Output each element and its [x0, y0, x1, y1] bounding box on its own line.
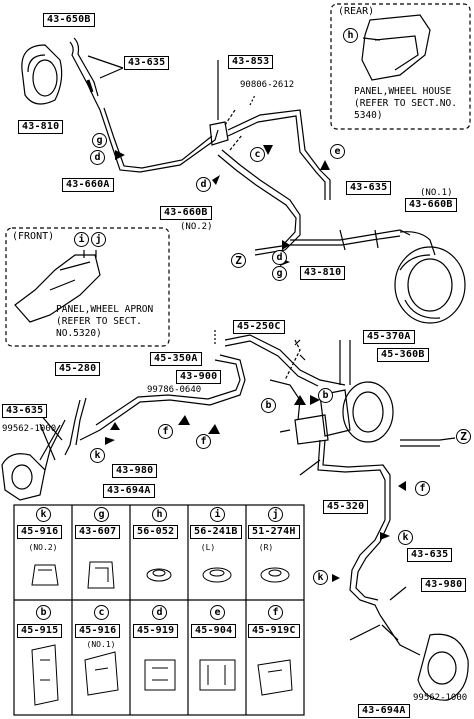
label-43-635: 43-635: [346, 181, 392, 195]
label-43-810: 43-810: [300, 266, 346, 280]
table-part-45-919: 45-919: [133, 624, 179, 638]
label-43-900: 43-900: [176, 370, 222, 384]
label-43-980: 43-980: [112, 464, 158, 478]
table-part-45-916: 45-916: [17, 525, 63, 539]
label-45-370A: 45-370A: [363, 330, 415, 344]
callout-b: b: [261, 398, 276, 413]
parts-table-grid: [13, 504, 305, 716]
master-cylinder-booster: [279, 381, 394, 445]
callout-f: f: [158, 424, 173, 439]
callout-c: c: [250, 147, 265, 162]
table-key-g: g: [94, 507, 109, 522]
table-part-51-274H: 51-274H: [248, 525, 300, 539]
table-key-d: d: [152, 605, 167, 620]
label-no1: (NO.1): [420, 188, 453, 198]
callout-d: d: [272, 250, 287, 265]
label-90806-2612: 90806-2612: [240, 80, 295, 90]
table-key-j: j: [268, 507, 283, 522]
table-sub: (L): [200, 543, 216, 552]
callout-z: Z: [456, 429, 471, 444]
callout-f: f: [196, 434, 211, 449]
table-part-43-607: 43-607: [75, 525, 121, 539]
table-sub: (R): [258, 543, 274, 552]
label-45-360B: 45-360B: [377, 348, 429, 362]
callout-k: k: [90, 448, 105, 463]
table-part-45-916: 45-916: [75, 624, 121, 638]
front-left-rotor: [1, 453, 46, 501]
label-43-650B: 43-650B: [43, 13, 95, 27]
label-43-660B-no2: 43-660B: [160, 206, 212, 220]
label-45-320: 45-320: [323, 500, 369, 514]
callout-e: e: [330, 144, 345, 159]
label-99562-1000: 99562-1000: [2, 424, 57, 434]
callout-d: d: [90, 150, 105, 165]
label-45-350A: 45-350A: [150, 352, 202, 366]
parts-icons-row2: [31, 644, 293, 706]
callout-d: d: [196, 177, 211, 192]
table-key-i: i: [210, 507, 225, 522]
table-key-b: b: [36, 605, 51, 620]
label-43-980: 43-980: [421, 578, 467, 592]
table-part-45-919C: 45-919C: [248, 624, 300, 638]
label-99786-0640: 99786-0640: [147, 385, 202, 395]
label-43-635: 43-635: [2, 404, 48, 418]
label-43-660B-no1: 43-660B: [405, 198, 457, 212]
front-right-rotor: [417, 633, 469, 701]
table-key-h: h: [152, 507, 167, 522]
callout-b: b: [318, 388, 333, 403]
label-43-635: 43-635: [124, 56, 170, 70]
rear-inset-title: (REAR): [338, 6, 375, 17]
table-sub: (NO.1): [86, 640, 116, 649]
rear-right-drum: [394, 246, 466, 324]
callout-f: f: [415, 481, 430, 496]
callout-h: h: [343, 28, 358, 43]
rear-inset-text: PANEL,WHEEL HOUSE (REFER TO SECT.NO. 534…: [354, 86, 457, 121]
table-key-e: e: [210, 605, 225, 620]
label-45-280: 45-280: [55, 362, 101, 376]
table-sub: (NO.2): [28, 543, 58, 552]
label-99562-1000: 99562-1000: [413, 693, 468, 703]
table-part-45-904: 45-904: [191, 624, 237, 638]
label-no2: (NO.2): [180, 222, 213, 232]
front-inset-title: (FRONT): [12, 231, 55, 242]
parts-icons-row1: [31, 561, 290, 589]
label-45-250C: 45-250C: [233, 320, 285, 334]
label-43-853: 43-853: [228, 55, 274, 69]
table-key-c: c: [94, 605, 109, 620]
callout-k: k: [398, 530, 413, 545]
front-inset-text: PANEL,WHEEL APRON (REFER TO SECT. NO.532…: [56, 304, 154, 339]
table-part-45-915: 45-915: [17, 624, 63, 638]
callout-g: g: [272, 266, 287, 281]
callout-k: k: [313, 570, 328, 585]
callout-i: i: [74, 232, 89, 247]
table-part-56-241B: 56-241B: [190, 525, 242, 539]
table-part-56-052: 56-052: [133, 525, 179, 539]
rear-left-disc-shield: [21, 44, 63, 105]
label-43-635: 43-635: [407, 548, 453, 562]
label-43-810: 43-810: [18, 120, 64, 134]
label-43-660A: 43-660A: [62, 178, 114, 192]
callout-z: Z: [231, 253, 246, 268]
callout-g: g: [92, 133, 107, 148]
table-key-k: k: [36, 507, 51, 522]
label-43-694A: 43-694A: [358, 704, 410, 718]
label-43-694A: 43-694A: [103, 484, 155, 498]
callout-j: j: [91, 232, 106, 247]
table-key-f: f: [268, 605, 283, 620]
